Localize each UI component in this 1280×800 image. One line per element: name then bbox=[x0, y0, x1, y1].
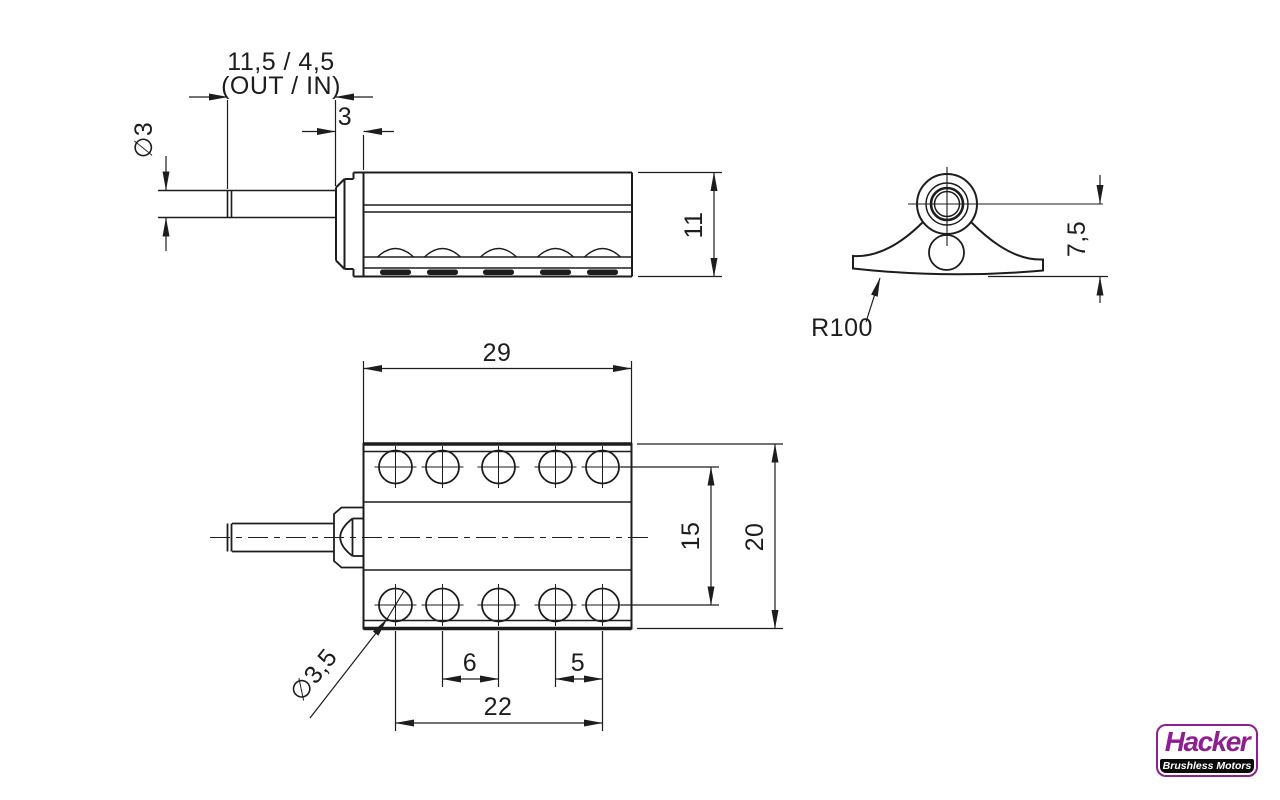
dim-shaft-length: 11,5 / 4,5 bbox=[227, 48, 334, 76]
front-view: 7,5 R100 bbox=[811, 167, 1108, 342]
front-view-dimensions bbox=[865, 175, 1108, 323]
dim-body-height-side: 11 bbox=[680, 212, 708, 239]
front-view-outline bbox=[852, 173, 1044, 276]
dim-hole-pitch-mid: 6 bbox=[463, 649, 477, 677]
side-view-outline bbox=[335, 171, 633, 278]
side-view-inner-lines bbox=[363, 204, 632, 269]
top-view-shaft bbox=[226, 506, 364, 569]
side-view-slots bbox=[380, 269, 618, 275]
dim-front-offset: 3 bbox=[338, 103, 352, 131]
dim-shaft-diameter: ∅3 bbox=[130, 122, 158, 159]
dim-base-radius: R100 bbox=[811, 314, 873, 342]
dim-body-width: 29 bbox=[483, 339, 512, 367]
side-view-dimensions bbox=[162, 93, 722, 278]
dim-hole-rows: 15 bbox=[677, 522, 705, 551]
front-view-centerlines bbox=[908, 167, 1103, 246]
top-view-dimensions bbox=[309, 361, 783, 731]
dim-hole-diameter: ∅3,5 bbox=[284, 643, 343, 706]
dim-mount-height: 7,5 bbox=[1063, 221, 1091, 257]
hacker-logo-tagline: Brushless Motors bbox=[1160, 759, 1254, 773]
top-view-hole-crosshairs bbox=[374, 446, 624, 626]
top-view-inner-lines bbox=[363, 450, 632, 622]
side-view-shaft bbox=[158, 189, 336, 219]
top-view: 29 15 20 6 5 22 ∅3,5 bbox=[210, 339, 783, 731]
hacker-logo-brand: Hacker bbox=[1164, 726, 1251, 757]
top-view-outline bbox=[362, 443, 633, 630]
dim-hole-span: 22 bbox=[484, 693, 513, 721]
dim-body-height-top: 20 bbox=[741, 523, 769, 552]
dim-hole-pitch-end: 5 bbox=[571, 649, 585, 677]
top-view-thick-edges bbox=[363, 442, 632, 631]
side-view: 11,5 / 4,5 (OUT / IN) 3 ∅3 11 bbox=[130, 48, 722, 278]
dim-shaft-length-note: (OUT / IN) bbox=[221, 72, 341, 100]
hacker-logo: Hacker Brushless Motors bbox=[1156, 724, 1258, 777]
